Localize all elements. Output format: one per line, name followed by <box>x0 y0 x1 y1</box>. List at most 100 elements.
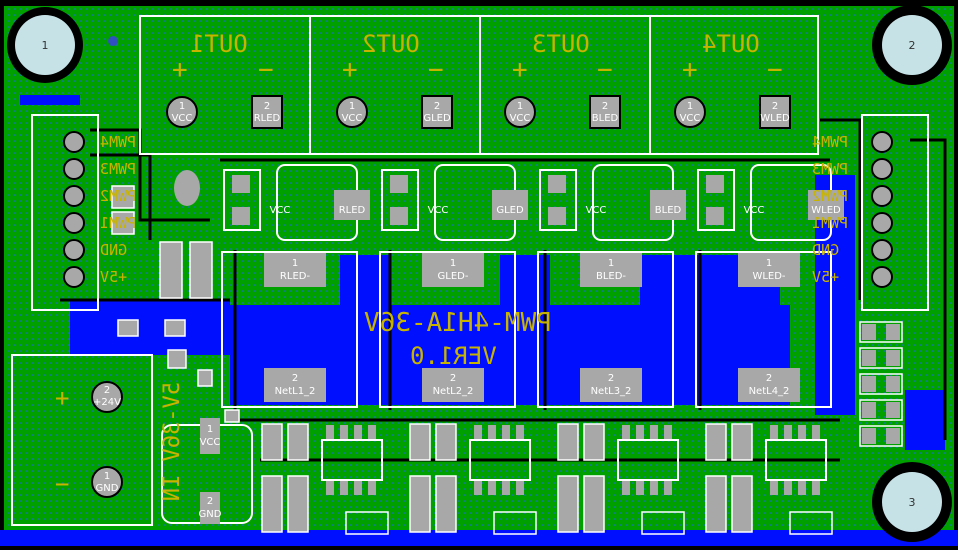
output-1-pin1-pad <box>166 96 198 128</box>
right-smd-pad <box>862 402 876 418</box>
ic-pin <box>664 481 672 495</box>
smd-capacitor <box>435 475 457 533</box>
left-header-pin <box>63 239 85 261</box>
output-3-pin2-net: BLED <box>591 113 619 124</box>
right-smd-pad <box>886 376 900 392</box>
diode-outline-1 <box>223 169 261 231</box>
smd-resistor <box>557 423 579 461</box>
diode-pad-2 <box>390 207 408 225</box>
ic-pin <box>502 425 510 439</box>
ic-pin <box>770 481 778 495</box>
ic-pin <box>340 481 348 495</box>
out2-title: OUT2 <box>362 30 420 58</box>
mosfet-pad-1 <box>334 190 370 220</box>
mosfet-pad-3 <box>650 190 686 220</box>
inductor-outline-4 <box>695 251 832 408</box>
out1-title: OUT1 <box>190 30 248 58</box>
diode-pad-3 <box>548 175 566 193</box>
ic-pin <box>368 425 376 439</box>
ic-pin <box>516 425 524 439</box>
ic-pin <box>354 481 362 495</box>
regulator-pin2-num: 2 <box>206 496 214 507</box>
channel-1-inductor-net1: RLED- <box>279 271 311 282</box>
right-smd-pad <box>862 324 876 340</box>
output-2-pin1-num: 1 <box>348 101 356 112</box>
left-header-outline <box>31 114 99 311</box>
output-1-pin2-num: 2 <box>263 101 271 112</box>
right-header-label: PWM3 <box>812 160 849 178</box>
regulator-pin1-num: 1 <box>206 424 214 435</box>
right-header-label: GND <box>812 241 840 259</box>
out4-minus: − <box>767 55 783 85</box>
out3-plus: + <box>512 55 528 85</box>
diode-pad-4 <box>706 175 724 193</box>
channel-2-led: GLED <box>496 205 524 216</box>
left-header-pin <box>63 212 85 234</box>
right-header-pin <box>871 185 893 207</box>
right-smd-pad <box>886 350 900 366</box>
smd-resistor <box>287 423 309 461</box>
output-4-pin1-pad <box>674 96 706 128</box>
ic-pin <box>502 481 510 495</box>
output-3-pin1-num: 1 <box>516 101 524 112</box>
driver-ic-outline <box>469 439 531 481</box>
channel-2-inductor-pad1-num: 1 <box>449 258 457 269</box>
right-smd-pad <box>886 428 900 444</box>
ic-pin <box>770 425 778 439</box>
ic-pin <box>650 425 658 439</box>
inductor-outline-3 <box>537 251 674 408</box>
inductor-pad1-4 <box>738 253 800 287</box>
channel-2-inductor-net1: GLED- <box>437 271 469 282</box>
right-smd-cap <box>859 321 903 343</box>
ic-pin <box>650 481 658 495</box>
right-header-label: PWM4 <box>812 133 849 151</box>
output-1-pin1-net: VCC <box>171 113 193 124</box>
left-small-parts <box>111 185 240 423</box>
power-input-label: 5V-36V IN <box>160 382 185 502</box>
diode-outline-4 <box>697 169 735 231</box>
channel-2-inductor-pad2-num: 2 <box>449 373 457 384</box>
output-3-pin1-net: VCC <box>509 113 531 124</box>
mounting-hole-1: 1 <box>7 7 83 83</box>
power-pin1-net: GND <box>95 483 119 494</box>
output-3-pin2-pad <box>589 95 621 129</box>
channel-4-led: WLED <box>811 205 841 216</box>
ic-pin <box>622 425 630 439</box>
ic-pin <box>474 425 482 439</box>
mosfet-pad-4 <box>808 190 844 220</box>
smd-capacitor <box>287 475 309 533</box>
left-header-pin <box>63 266 85 288</box>
channel-4-inductor-net2: NetL4_2 <box>748 386 790 397</box>
right-smd-pad <box>862 428 876 444</box>
channel-4-inductor-net1: WLED- <box>752 271 786 282</box>
smd-part <box>493 511 537 535</box>
power-pin2-net: +24V <box>93 397 121 408</box>
ic-pin <box>354 425 362 439</box>
out1-plus: + <box>172 55 188 85</box>
power-minus: − <box>55 470 70 498</box>
right-smd-pad <box>886 324 900 340</box>
left-header-label: GND <box>100 241 128 259</box>
smd-part <box>789 511 833 535</box>
out3-title: OUT3 <box>532 30 590 58</box>
left-header-label: PWM3 <box>100 160 137 178</box>
out2-minus: − <box>428 55 444 85</box>
ic-pin <box>636 425 644 439</box>
channel-3-led: BLED <box>654 205 682 216</box>
left-header-label: PWM2 <box>100 187 137 205</box>
right-smd-pad <box>886 402 900 418</box>
smd-capacitor <box>583 475 605 533</box>
right-header-label: PWM2 <box>812 187 849 205</box>
ic-pin <box>798 481 806 495</box>
channel-3-vcc: VCC <box>585 205 607 216</box>
right-smd-pad <box>862 376 876 392</box>
inductor-outline-2 <box>379 251 516 408</box>
out1-minus: − <box>258 55 274 85</box>
ic-pin <box>326 425 334 439</box>
output-4-pin1-num: 1 <box>686 101 694 112</box>
ic-pin <box>368 481 376 495</box>
channel-2-vcc: VCC <box>427 205 449 216</box>
inductor-pad2-4 <box>738 368 800 402</box>
output-1-pin2-pad <box>251 95 283 129</box>
